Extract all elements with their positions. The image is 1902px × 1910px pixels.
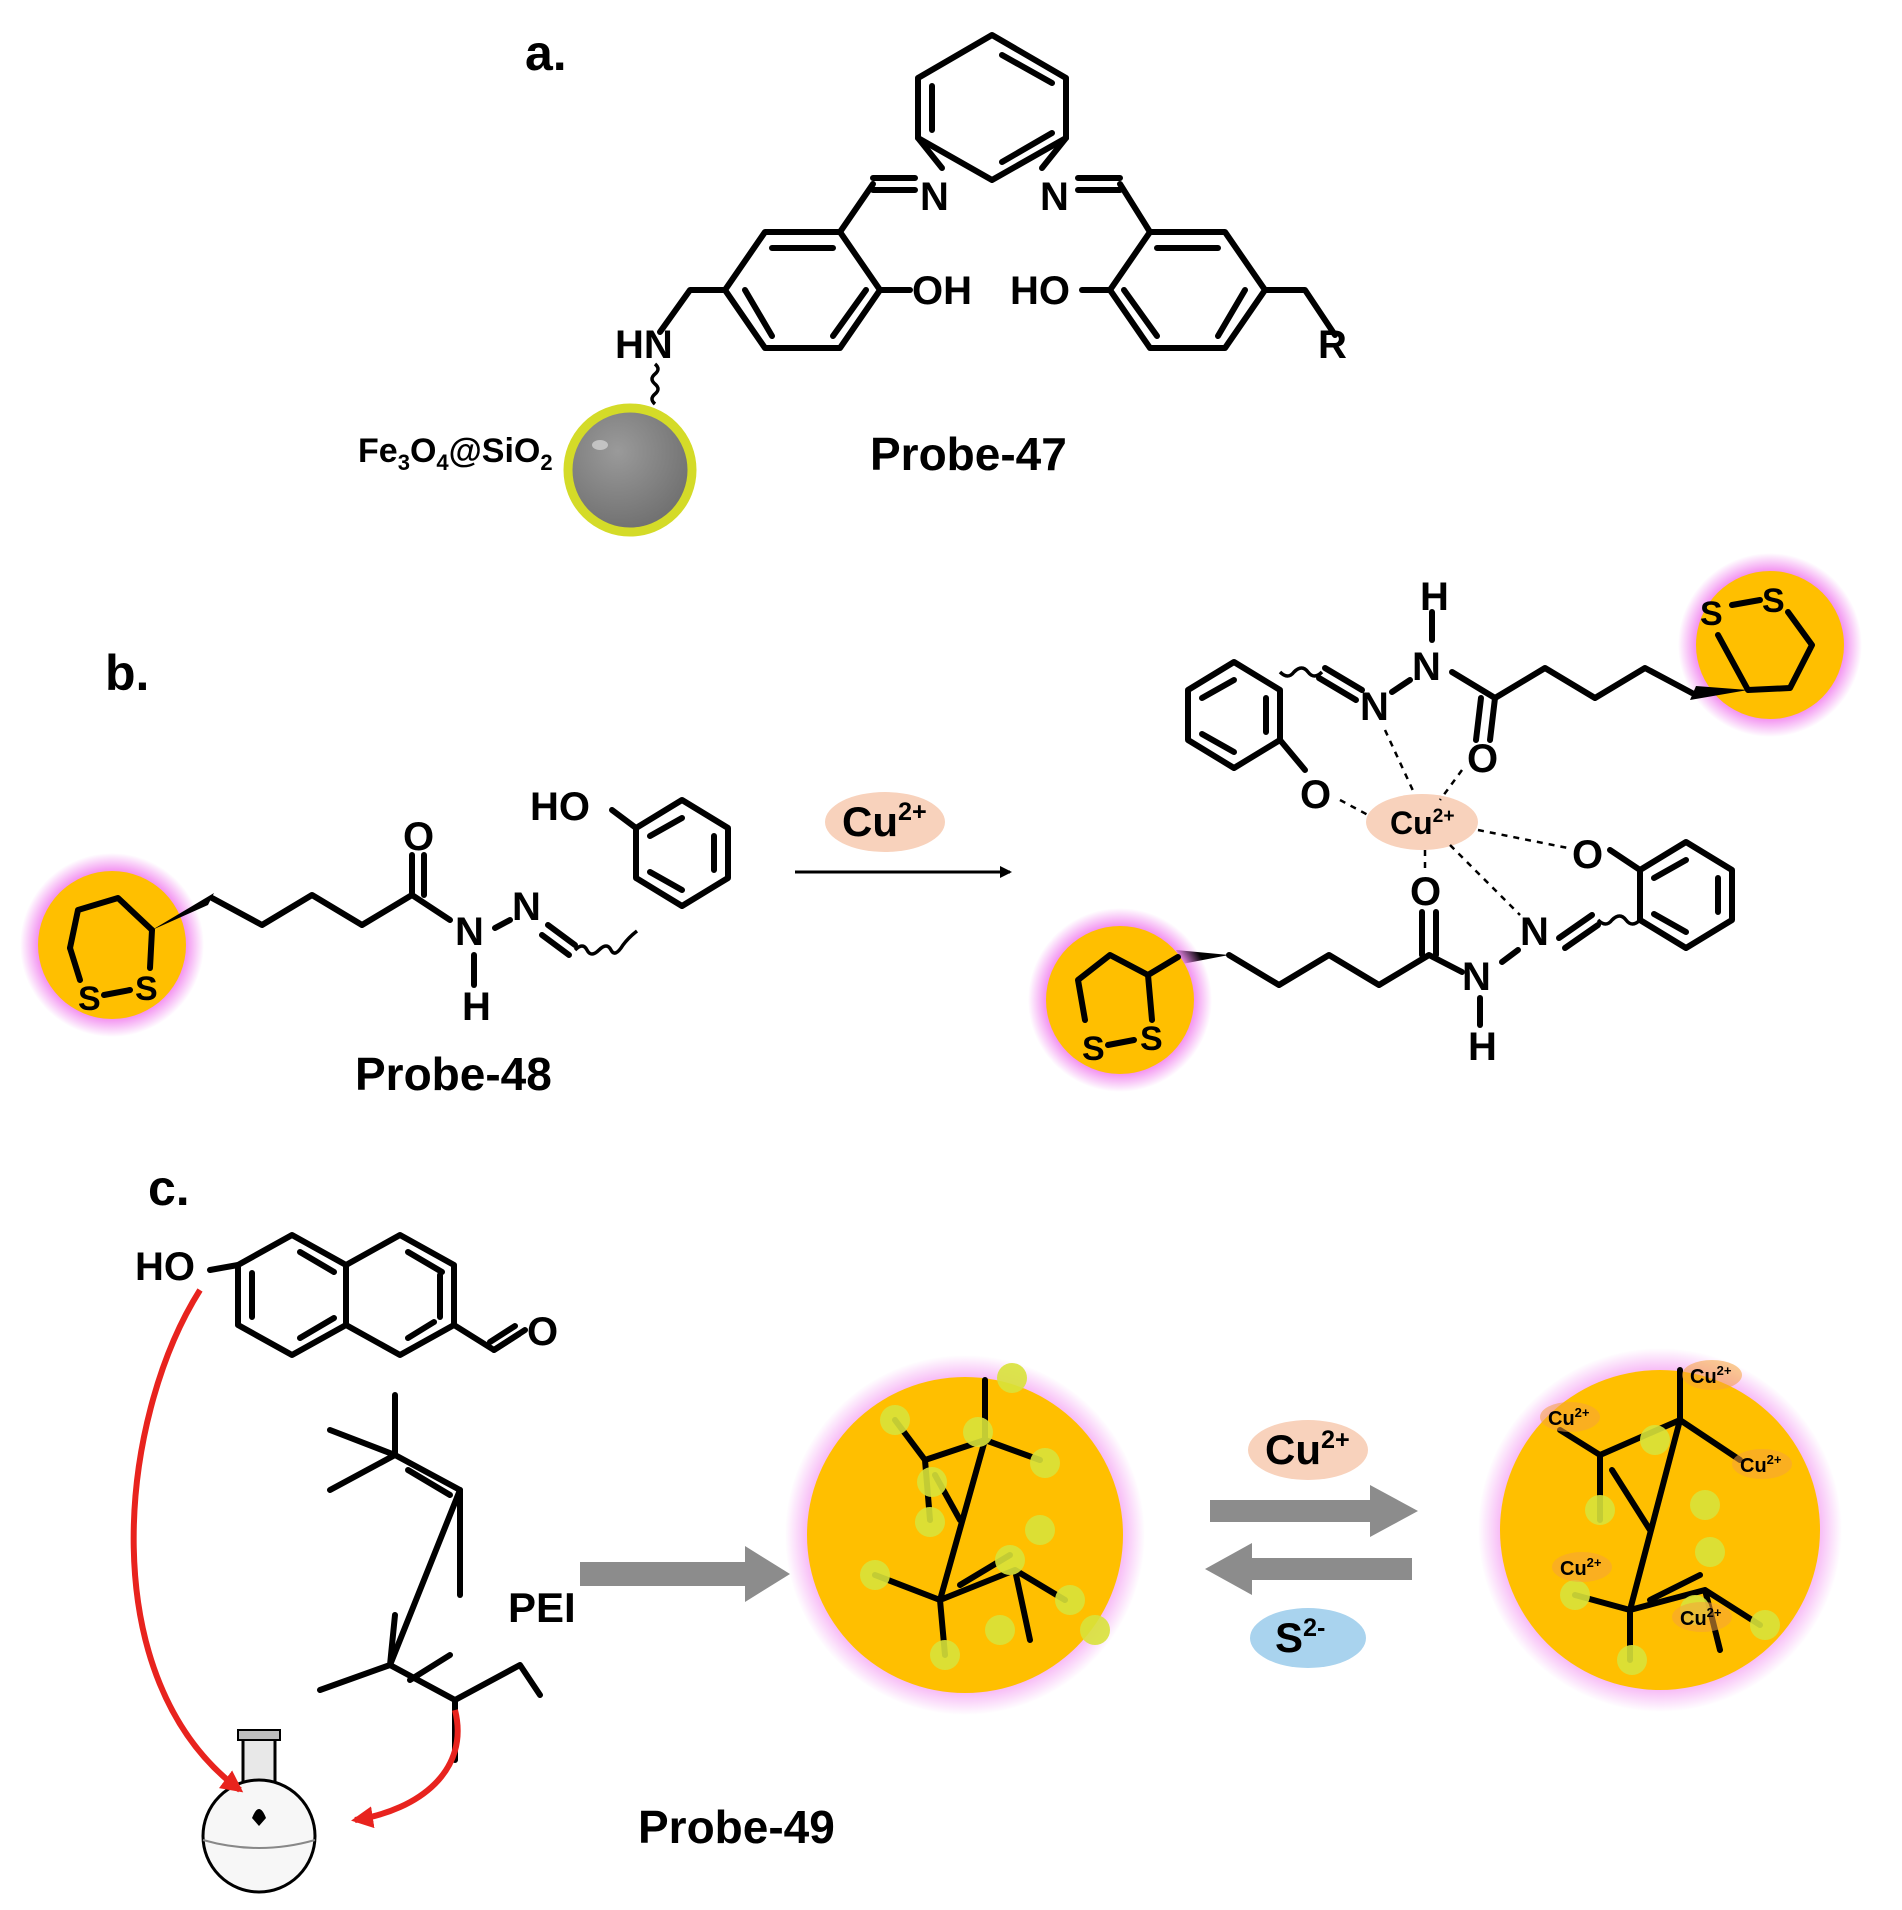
ligand-dot xyxy=(1080,1615,1110,1645)
ligand-dot xyxy=(1640,1425,1670,1455)
ligand-dot xyxy=(995,1545,1025,1575)
cu-complex-structure: S S O N H N O Cu2+ O O xyxy=(1028,553,1862,1092)
gray-arrow-reverse xyxy=(1205,1543,1412,1595)
atom-ho-c: HO xyxy=(135,1245,195,1289)
atom-n-bottom-imine: N xyxy=(1520,910,1549,954)
atom-n-top-imine: N xyxy=(1360,685,1389,729)
s-reverse-text: S2- xyxy=(1275,1614,1325,1661)
red-arrow-naphthol xyxy=(130,1288,244,1793)
ligand-dot xyxy=(1025,1515,1055,1545)
ligand-dot xyxy=(1055,1585,1085,1615)
atom-n-right: N xyxy=(1040,175,1069,219)
pei-structure xyxy=(317,1392,543,1763)
panel-label-b: b. xyxy=(105,645,149,701)
cu-ion-label: Cu2+ xyxy=(1740,1452,1782,1477)
cu-ion-badge xyxy=(1672,1602,1732,1632)
atom-n-imine: N xyxy=(512,885,541,929)
s-reverse-badge: S2- xyxy=(1250,1608,1366,1668)
ligand-dot xyxy=(915,1507,945,1537)
ligand-dot xyxy=(1695,1537,1725,1567)
atom-o-phenoxy-top: O xyxy=(1300,773,1331,817)
cu-ion-badge xyxy=(1682,1360,1742,1390)
ligand-dot xyxy=(1560,1580,1590,1610)
nanoparticle-cu-bound xyxy=(1478,1348,1842,1712)
cu-ion-label: Cu2+ xyxy=(1560,1555,1602,1580)
cu-reagent-text: Cu2+ xyxy=(842,798,927,845)
probe-47-structure: N N OH HO R HN xyxy=(615,32,1347,406)
cu-center-text: Cu2+ xyxy=(1390,805,1455,841)
atom-o-phenoxy-bottom: O xyxy=(1572,833,1603,877)
atom-n-amide: N xyxy=(455,910,484,954)
gray-arrow-forward xyxy=(1210,1485,1418,1537)
atom-o-carbonyl: O xyxy=(403,815,434,859)
atom-h-top: H xyxy=(1420,575,1449,619)
nanoparticle-free-dots xyxy=(860,1363,1110,1670)
ligand-dot xyxy=(1750,1610,1780,1640)
atom-n-top-amide: N xyxy=(1412,645,1441,689)
cu-ion-label: Cu2+ xyxy=(1548,1405,1590,1430)
ligand-dot xyxy=(985,1615,1015,1645)
atom-hn: HN xyxy=(615,323,673,367)
ligand-dot xyxy=(1030,1448,1060,1478)
probe-48-structure: S S O N H N HO xyxy=(20,785,731,1037)
red-arrow-pei xyxy=(351,1709,461,1829)
probe-49-label: Probe-49 xyxy=(638,1801,835,1853)
cu-ion-label: Cu2+ xyxy=(1690,1363,1732,1388)
ligand-dot xyxy=(860,1560,890,1590)
cu-ion-badge xyxy=(1732,1449,1792,1479)
particle-label: Fe3O4@SiO2 xyxy=(358,432,553,475)
naphthaldehyde-structure: HO O xyxy=(135,1232,558,1358)
atom-s6: S xyxy=(1140,1020,1163,1058)
pei-label: PEI xyxy=(508,1584,576,1631)
atom-ho: HO xyxy=(530,785,590,829)
ligand-dot xyxy=(997,1363,1027,1393)
cu-forward-badge: Cu2+ xyxy=(1248,1420,1368,1480)
cu-ion-labels: Cu2+ Cu2+ Cu2+ Cu2+ Cu2+ xyxy=(1540,1360,1792,1632)
atom-o-bottom: O xyxy=(1410,870,1441,914)
atom-n-left: N xyxy=(920,175,949,219)
nanoparticle-free xyxy=(785,1355,1145,1715)
atom-s2: S xyxy=(135,970,158,1008)
panel-label-c: c. xyxy=(148,1160,190,1216)
atom-ho-right: HO xyxy=(1010,269,1070,313)
ligand-dot xyxy=(1690,1490,1720,1520)
cu-ion-badge xyxy=(1540,1402,1600,1432)
ligand-dot xyxy=(963,1417,993,1447)
atom-h-bottom: H xyxy=(1468,1025,1497,1069)
probe-47-label: Probe-47 xyxy=(870,428,1067,480)
atom-s3: S xyxy=(1700,595,1723,633)
cu-ion-badge xyxy=(1552,1552,1612,1582)
atom-o-top: O xyxy=(1467,737,1498,781)
cu-forward-text: Cu2+ xyxy=(1265,1426,1350,1473)
atom-s1: S xyxy=(78,980,101,1018)
ligand-dot xyxy=(1585,1495,1615,1525)
atom-n-bottom-amide: N xyxy=(1462,955,1491,999)
ligand-dot xyxy=(1617,1645,1647,1675)
atom-s5: S xyxy=(1082,1030,1105,1068)
cu-reagent-badge: Cu2+ xyxy=(825,792,945,852)
flask-icon xyxy=(201,1729,317,1894)
atom-s4: S xyxy=(1762,582,1785,620)
atom-h-amide: H xyxy=(462,985,491,1029)
atom-r: R xyxy=(1318,323,1347,367)
cu-ion-label: Cu2+ xyxy=(1680,1605,1722,1630)
ligand-dot xyxy=(930,1640,960,1670)
probe-48-label: Probe-48 xyxy=(355,1048,552,1100)
atom-oh-left: OH xyxy=(912,269,972,313)
nanoparticle-cu-dots xyxy=(1560,1425,1780,1675)
gray-arrow-synthesis xyxy=(580,1546,790,1602)
ligand-dot xyxy=(917,1467,947,1497)
magnetic-nanoparticle: Fe3O4@SiO2 xyxy=(358,403,697,537)
cu-center-badge xyxy=(1366,794,1478,850)
panel-label-a: a. xyxy=(525,25,567,81)
ligand-dot xyxy=(880,1405,910,1435)
atom-o-aldehyde: O xyxy=(527,1310,558,1354)
